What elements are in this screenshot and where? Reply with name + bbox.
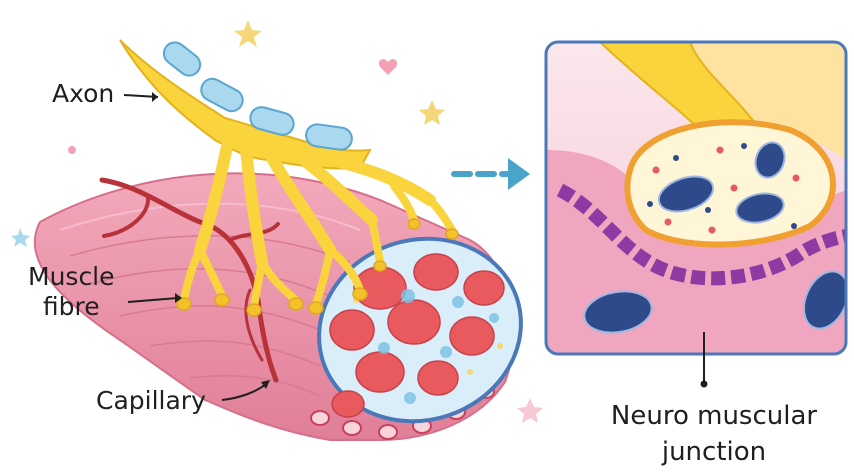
muscle-fibre-label-line1: Muscle	[28, 262, 115, 292]
nmj-label-line1: Neuro muscular	[594, 398, 834, 434]
nmj-inset	[546, 42, 854, 354]
axon-label: Axon	[52, 79, 114, 108]
nmj-label-line2: junction	[594, 434, 834, 470]
capillary-label: Capillary	[96, 386, 206, 415]
nmj-label: Neuro muscular junction	[594, 398, 834, 470]
muscle-fibre-label: Muscle fibre	[28, 262, 115, 322]
muscle-fibre-label-line2: fibre	[28, 292, 115, 322]
zoom-arrow	[454, 158, 530, 190]
